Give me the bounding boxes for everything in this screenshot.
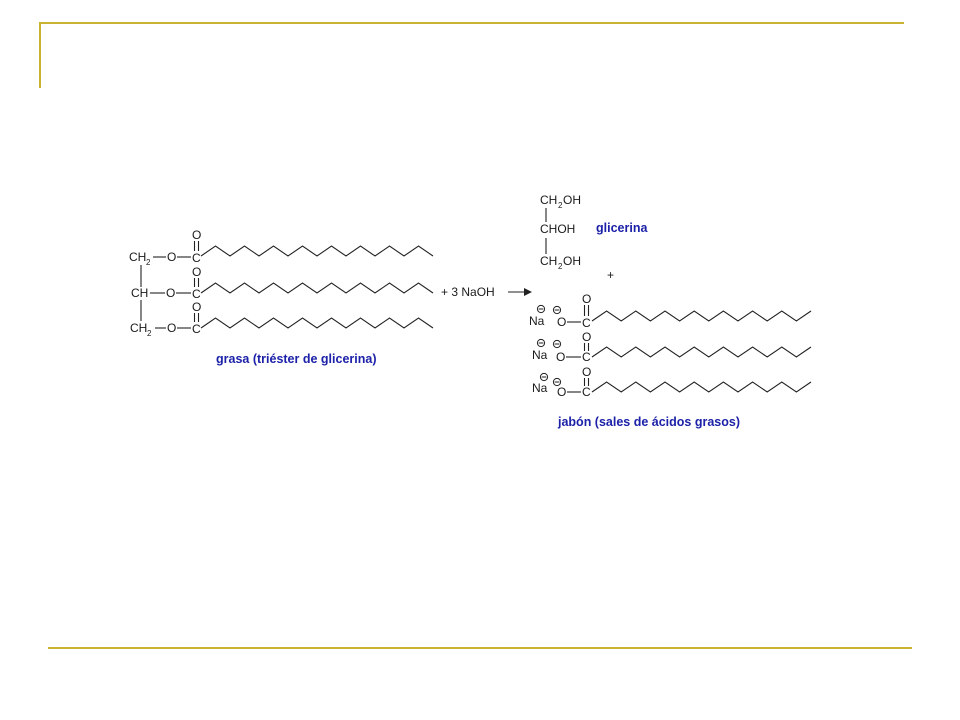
soap-fatty-acid-chain-1 (591, 310, 812, 322)
fat-ch2-bottom-label: CH (130, 321, 147, 335)
reagent-label: + 3 NaOH (441, 285, 495, 299)
products-plus-sign: + (607, 268, 614, 282)
fat-fatty-acid-chain-3 (200, 317, 434, 329)
glycerol-row3-prefix: CH (540, 254, 557, 268)
fat-ch2-top-label: CH (129, 250, 146, 264)
soap-fatty-acid-chain-3 (591, 381, 812, 393)
charge-minus-icon (552, 339, 562, 349)
fat-carbonyl-oxygen-1: O (192, 228, 201, 242)
fat-ch-mid-label: CH (131, 286, 148, 300)
fat-ch2-top-subscript: 2 (146, 258, 151, 267)
glycerol-row3-subscript: 2 (558, 262, 563, 271)
triglyceride-structure: CH 2 CH CH 2 O O O C C C O (129, 228, 434, 366)
soap-oxygen-3: O (557, 385, 566, 399)
glycerol-caption: glicerina (596, 221, 648, 235)
glycerol-row1-subscript: 2 (558, 201, 563, 210)
fat-fatty-acid-chain-1 (200, 245, 434, 257)
soap-carbon-1: C (582, 316, 591, 330)
charge-minus-icon (552, 377, 562, 387)
fat-carbonyl-carbon-2: C (192, 287, 201, 301)
glycerol-row3-suffix: OH (563, 254, 581, 268)
fat-ch2-bottom-subscript: 2 (147, 329, 152, 338)
fat-carbonyl-double-bond-2 (193, 278, 200, 287)
fat-carbonyl-oxygen-3: O (192, 300, 201, 314)
fat-carbonyl-carbon-3: C (192, 322, 201, 336)
charge-minus-icon (536, 304, 546, 314)
soap-carbonyl-double-bond-2 (583, 343, 590, 351)
reaction-arrow-head (524, 288, 532, 296)
soap-fatty-acid-chain-2 (591, 346, 812, 358)
soap-sodium-3: Na (532, 381, 548, 395)
charge-minus-icon (539, 372, 549, 382)
soap-carbonyl-double-bond-1 (583, 305, 590, 316)
fat-caption: grasa (triéster de glicerina) (216, 352, 376, 366)
soap-sodium-2: Na (532, 348, 548, 362)
soap-carbon-2: C (582, 350, 591, 364)
fat-carbonyl-double-bond-3 (193, 313, 200, 322)
soap-oxygen-1: O (557, 315, 566, 329)
fat-carbonyl-double-bond-1 (193, 241, 200, 251)
soap-molecule-2: Na O C O (532, 330, 812, 364)
soap-sodium-1: Na (529, 314, 545, 328)
decorative-top-rule (39, 22, 904, 24)
fat-ester-oxygen-3: O (167, 321, 176, 335)
glycerol-structure: CH 2 OH CHOH CH 2 OH glicerina (540, 193, 648, 271)
soap-carbonyl-oxygen-3: O (582, 365, 591, 379)
glycerol-row1-prefix: CH (540, 193, 557, 207)
fat-ester-oxygen-2: O (166, 286, 175, 300)
fat-carbonyl-carbon-1: C (192, 251, 201, 265)
charge-minus-icon (552, 305, 562, 315)
glycerol-row1-suffix: OH (563, 193, 581, 207)
soap-carbonyl-oxygen-2: O (582, 330, 591, 344)
fat-ester-oxygen-1: O (167, 250, 176, 264)
soap-carbonyl-double-bond-3 (583, 378, 590, 386)
decorative-left-rule (39, 22, 41, 88)
glycerol-row2: CHOH (540, 222, 575, 236)
soap-structure: Na O C O (529, 292, 812, 429)
soap-oxygen-2: O (556, 350, 565, 364)
charge-minus-icon (536, 338, 546, 348)
reaction-reagent: + 3 NaOH (441, 285, 532, 299)
decorative-bottom-rule (48, 647, 912, 649)
soap-carbon-3: C (582, 385, 591, 399)
soap-carbonyl-oxygen-1: O (582, 292, 591, 306)
soap-molecule-1: Na O C O (529, 292, 812, 330)
fat-fatty-acid-chain-2 (200, 282, 434, 294)
fat-carbonyl-oxygen-2: O (192, 265, 201, 279)
soap-molecule-3: Na O C O (532, 365, 812, 399)
soap-caption: jabón (sales de ácidos grasos) (557, 415, 740, 429)
